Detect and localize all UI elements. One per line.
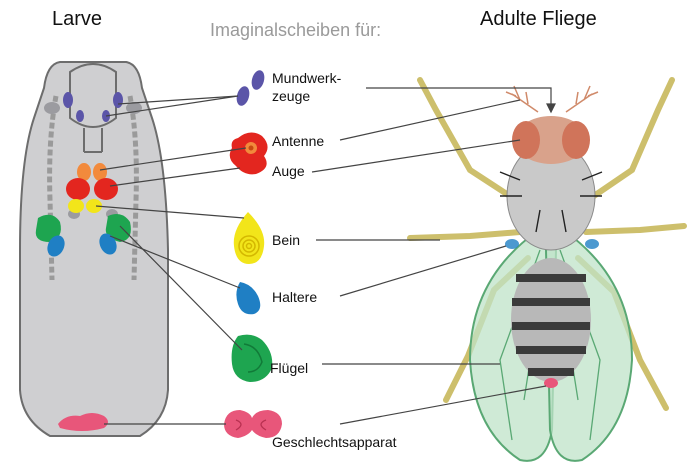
larva-leg-disc	[68, 199, 84, 213]
fly-haltere	[505, 239, 519, 249]
larva-organ	[44, 102, 60, 114]
mouthparts-disc-icon	[250, 69, 267, 91]
fly-haltere	[585, 239, 599, 249]
larva-mouthparts-disc	[113, 92, 123, 108]
connector-adult-mouthparts	[366, 88, 551, 108]
haltere-disc-icon	[236, 282, 260, 314]
larva-eye-disc	[94, 178, 118, 200]
label-antenna: Antenne	[272, 133, 324, 150]
leg-disc-icon	[234, 212, 264, 264]
label-mouthparts-line2: zeuge	[272, 88, 310, 105]
fly-leg	[420, 80, 516, 200]
label-genitalia: Geschlechtsapparat	[272, 434, 397, 451]
larva-eye-disc	[66, 178, 90, 200]
wing-disc-icon	[232, 335, 273, 382]
antenna-disc-center	[249, 146, 254, 151]
fly-leg	[588, 80, 672, 200]
larva-mouthparts-disc	[76, 110, 84, 122]
connector-adult-eye	[312, 140, 520, 172]
fly-eye	[562, 121, 590, 159]
larva-body	[20, 62, 168, 436]
fly-antenna-arista	[506, 86, 538, 112]
larva-mouthparts-disc	[63, 92, 73, 108]
connector-adult-haltere	[340, 246, 506, 296]
arrowhead	[547, 104, 555, 112]
connector-adult-antenna	[340, 100, 520, 140]
label-wing: Flügel	[270, 360, 308, 377]
imaginal-discs-column	[224, 69, 282, 438]
label-eye: Auge	[272, 163, 305, 180]
fly-antenna-arista	[566, 86, 598, 112]
label-mouthparts-line1: Mundwerk-	[272, 70, 341, 87]
fly-genitalia	[544, 378, 558, 388]
label-leg: Bein	[272, 232, 300, 249]
fly-leg	[586, 226, 684, 232]
larva	[20, 62, 168, 436]
fly-leg	[410, 232, 520, 238]
label-haltere: Haltere	[272, 289, 317, 306]
